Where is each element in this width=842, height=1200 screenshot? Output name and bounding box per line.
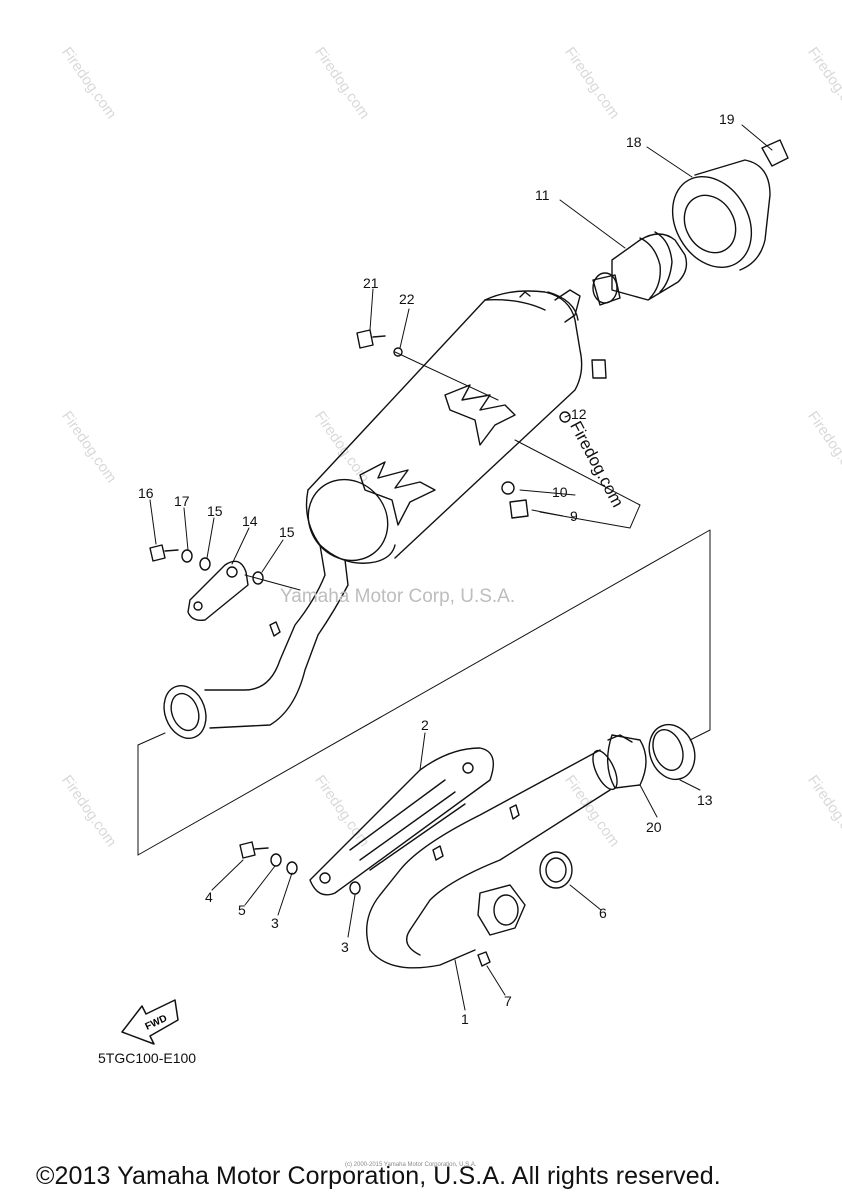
callout-9: 9	[570, 508, 578, 524]
callout-12: 12	[571, 406, 587, 422]
end-cap	[671, 159, 771, 271]
exhaust-pipe	[366, 749, 618, 969]
callout-5: 5	[238, 902, 246, 918]
rear-bracket	[149, 544, 264, 622]
callout-20: 20	[646, 819, 662, 835]
callout-1: 1	[461, 1011, 469, 1027]
copyright-notice: ©2013 Yamaha Motor Corporation, U.S.A. A…	[36, 1162, 721, 1190]
fwd-arrow-icon	[121, 999, 179, 1045]
muffler-body	[305, 289, 583, 564]
callout-16: 16	[138, 485, 154, 501]
callout-15a: 15	[207, 503, 223, 519]
callout-4: 4	[205, 889, 213, 905]
callout-11: 11	[535, 187, 550, 203]
muffler-fasteners	[356, 139, 789, 519]
callout-17: 17	[174, 493, 190, 509]
callout-15b: 15	[279, 524, 295, 540]
callout-3a: 3	[271, 915, 279, 931]
callout-10: 10	[552, 484, 568, 500]
leader-lines	[149, 124, 773, 1011]
callout-13: 13	[697, 792, 713, 808]
fwd-label: FWD	[144, 1013, 169, 1033]
callout-21: 21	[363, 275, 379, 291]
drawing-code: 5TGC100-E100	[98, 1050, 197, 1066]
callout-19: 19	[719, 111, 735, 127]
callout-2: 2	[421, 717, 429, 733]
watermark-center: Yamaha Motor Corp, U.S.A.	[280, 586, 516, 607]
callout-14: 14	[242, 513, 258, 529]
callout-6: 6	[599, 905, 607, 921]
callout-18: 18	[626, 134, 642, 150]
assembly-line	[137, 351, 711, 856]
callout-22: 22	[399, 291, 415, 307]
tail-pipe	[592, 231, 688, 306]
exhaust-protector	[309, 747, 494, 896]
pipe-joint-parts	[239, 723, 696, 967]
callout-3b: 3	[341, 939, 349, 955]
callout-7: 7	[504, 993, 512, 1009]
tiny-copyright-note: (c) 2000-2015 Yamaha Motor Corporation, …	[345, 1162, 477, 1168]
muffler-inlet-pipe	[163, 544, 349, 739]
